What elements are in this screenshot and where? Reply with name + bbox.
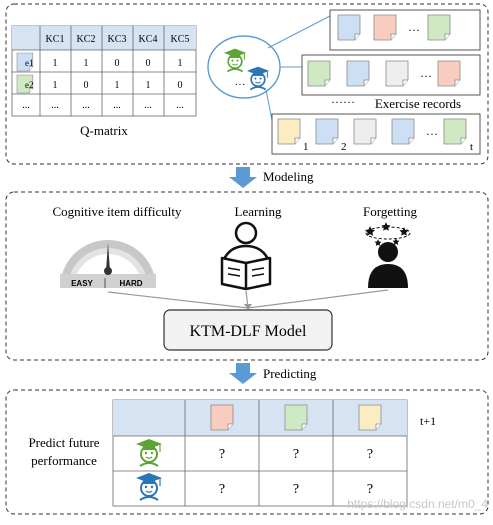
predict-label-line1: Predict future — [28, 435, 99, 450]
qmatrix-header-kc1: KC1 — [46, 34, 65, 45]
qmatrix-cell: 1 — [115, 80, 120, 91]
ktm-dlf-model-box — [163, 309, 333, 351]
records-ellipsis: ······ — [331, 95, 355, 109]
note-icon — [284, 404, 308, 431]
top-panel-border — [5, 3, 489, 165]
sequence-ellipsis: ··· — [408, 23, 420, 37]
predicting-arrow — [229, 363, 257, 384]
connector-line — [265, 89, 273, 121]
qmatrix-cell: ... — [82, 100, 90, 111]
note-icon — [385, 60, 409, 87]
prediction-cell: ? — [219, 447, 225, 462]
qmatrix-cell: 1 — [53, 58, 58, 69]
qmatrix-cell: 1 — [53, 80, 58, 91]
sequence-step-1: 1 — [303, 141, 309, 153]
forgetting-label: Forgetting — [363, 204, 417, 219]
note-icon — [210, 404, 234, 431]
qmatrix-cell: ... — [51, 100, 59, 111]
qmatrix-header-kc4: KC4 — [139, 34, 158, 45]
prediction-table: ? ? ? ? ? ? — [112, 399, 408, 507]
note-icon — [353, 118, 377, 145]
qmatrix-row-label-e2: e2 — [25, 80, 34, 90]
learning-reading-person-icon — [220, 221, 272, 291]
difficulty-gauge-icon — [60, 240, 156, 288]
students-ellipsis: ··· — [235, 79, 246, 91]
gauge-easy-label: EASY — [71, 279, 93, 288]
qmatrix-cell: 0 — [146, 58, 151, 69]
note-icon — [307, 60, 331, 87]
predicting-label: Predicting — [263, 366, 317, 381]
qmatrix-caption: Q-matrix — [80, 123, 128, 138]
qmatrix-cell: 1 — [84, 58, 89, 69]
note-icon — [358, 404, 382, 431]
note-icon — [346, 60, 370, 87]
learning-label: Learning — [235, 204, 282, 219]
sequence-step-2: 2 — [341, 141, 347, 153]
middle-panel-border — [5, 191, 489, 361]
ktm-dlf-model-label: KTM-DLF Model — [190, 323, 307, 340]
qmatrix-header-kc3: KC3 — [108, 34, 127, 45]
note-icon — [437, 60, 461, 87]
sequence-step-t: t — [470, 141, 473, 153]
note-icon — [337, 14, 361, 41]
difficulty-label: Cognitive item difficulty — [52, 204, 182, 219]
flow-line — [247, 289, 389, 309]
predict-label-line2: performance — [31, 453, 97, 468]
modeling-label: Modeling — [263, 169, 314, 184]
flow-line — [107, 291, 249, 309]
qmatrix-header-kc2: KC2 — [77, 34, 96, 45]
note-icon — [443, 118, 467, 145]
modeling-arrow — [229, 167, 257, 188]
note-icon — [391, 118, 415, 145]
bottom-panel-border — [5, 389, 489, 515]
note-icon — [277, 118, 301, 145]
qmatrix-cell: ... — [144, 100, 152, 111]
qmatrix-header-kc5: KC5 — [171, 34, 190, 45]
qmatrix-cell: 1 — [146, 80, 151, 91]
q-matrix-table: KC1 KC2 KC3 KC4 KC5 e1 1 1 0 0 1 e2 1 0 … — [11, 25, 197, 117]
watermark-text: https://blog.csdn.net/m0_4 — [347, 497, 488, 511]
sequence-ellipsis: ··· — [420, 69, 432, 83]
gauge-hard-label: HARD — [119, 279, 142, 288]
flow-arrowhead — [244, 304, 252, 310]
prediction-cell: ? — [293, 482, 299, 497]
qmatrix-cell: ... — [176, 100, 184, 111]
qmatrix-cell: 0 — [84, 80, 89, 91]
forgetting-dizzy-person-icon — [365, 222, 411, 288]
qmatrix-cell: 0 — [178, 80, 183, 91]
prediction-cell: ? — [219, 482, 225, 497]
note-icon — [315, 118, 339, 145]
sequence-ellipsis: ··· — [426, 127, 438, 141]
note-icon — [373, 14, 397, 41]
qmatrix-cell: ... — [22, 100, 30, 111]
qmatrix-cell: 1 — [178, 58, 183, 69]
qmatrix-cell: ... — [113, 100, 121, 111]
qmatrix-cell: 0 — [115, 58, 120, 69]
exercise-records-label: Exercise records — [375, 96, 461, 111]
prediction-cell: ? — [293, 447, 299, 462]
connector-line — [267, 15, 331, 49]
prediction-cell: ? — [367, 447, 373, 462]
t-plus-one-label: t+1 — [420, 414, 436, 428]
note-icon — [427, 14, 451, 41]
prediction-cell: ? — [367, 482, 373, 497]
qmatrix-row-label-e1: e1 — [25, 58, 34, 68]
